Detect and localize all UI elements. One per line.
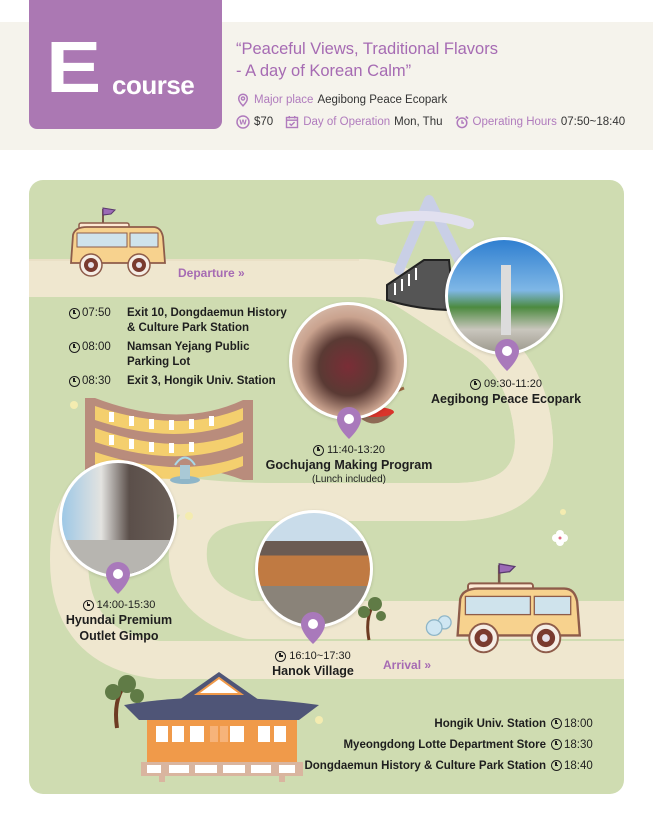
clock-icon bbox=[275, 650, 287, 662]
place-hanok-village: 16:10~17:30 Hanok Village bbox=[272, 650, 354, 678]
arrival-stop: Hongik Univ. Station 18:00 bbox=[434, 717, 593, 730]
tree-illustration-2 bbox=[358, 597, 386, 641]
major-place-label: Major place bbox=[254, 94, 314, 106]
major-place-value: Aegibong Peace Ecopark bbox=[317, 94, 448, 106]
arrival-stop-list: Hongik Univ. Station 18:00 Myeongdong Lo… bbox=[304, 713, 593, 776]
location-pin-icon bbox=[495, 339, 519, 371]
location-pin-icon bbox=[106, 562, 130, 594]
arrival-stop: Dongdaemun History & Culture Park Statio… bbox=[304, 759, 593, 772]
tagline-line-1: “Peaceful Views, Traditional Flavors bbox=[236, 40, 498, 58]
location-pin-icon bbox=[301, 612, 325, 644]
clock-icon bbox=[470, 378, 482, 390]
hyundai-outlet-photo bbox=[59, 460, 177, 578]
route-map: Departure » 07:50 Exit 10, Dongdaemun Hi… bbox=[29, 180, 624, 794]
info-row: W $70 Day of Operation Mon, Thu Operatin… bbox=[236, 113, 633, 131]
departure-label: Departure » bbox=[178, 266, 245, 280]
arrival-van-illustration bbox=[425, 563, 582, 654]
svg-text:W: W bbox=[239, 119, 247, 127]
clock-icon bbox=[313, 444, 325, 456]
place-gochujang: 11:40-13:20 Gochujang Making Program (Lu… bbox=[265, 444, 433, 485]
hanok-house-illustration bbox=[124, 672, 319, 782]
won-coin-icon: W bbox=[236, 115, 250, 129]
departure-stop-list: 07:50 Exit 10, Dongdaemun History & Cult… bbox=[69, 306, 297, 393]
gochujang-photo bbox=[289, 302, 407, 420]
hanok-village-photo bbox=[255, 510, 373, 628]
departure-stop: 07:50 Exit 10, Dongdaemun History & Cult… bbox=[69, 306, 297, 336]
clock-icon bbox=[69, 342, 80, 353]
departure-stop: 08:00 Namsan Yejang Public Parking Lot bbox=[69, 340, 297, 370]
hours-value: 07:50~18:40 bbox=[560, 116, 626, 128]
clock-icon bbox=[69, 308, 80, 319]
location-pin-icon bbox=[337, 407, 361, 439]
calendar-check-icon bbox=[285, 116, 299, 129]
departure-van-illustration bbox=[70, 207, 166, 277]
tagline-line-2: - A day of Korean Calm” bbox=[236, 62, 412, 80]
clock-icon bbox=[551, 760, 562, 771]
aegibong-photo bbox=[445, 237, 563, 355]
arrival-stop: Myeongdong Lotte Department Store 18:30 bbox=[343, 738, 593, 751]
arrival-label: Arrival » bbox=[383, 658, 432, 672]
alarm-clock-icon bbox=[454, 115, 469, 129]
flower-decoration bbox=[552, 530, 568, 546]
tree-illustration bbox=[105, 675, 144, 729]
clock-icon bbox=[69, 376, 80, 387]
place-hyundai-outlet: 14:00-15:30 Hyundai Premium Outlet Gimpo bbox=[65, 599, 173, 643]
course-letter: E bbox=[46, 28, 101, 108]
hours-label: Operating Hours bbox=[472, 116, 557, 128]
departure-stop: 08:30 Exit 3, Hongik Univ. Station bbox=[69, 374, 297, 389]
clock-icon bbox=[551, 739, 562, 750]
price-value: $70 bbox=[254, 116, 274, 128]
course-word: course bbox=[112, 70, 195, 100]
clock-icon bbox=[82, 599, 94, 611]
clock-icon bbox=[551, 718, 562, 729]
major-place-row: Major place Aegibong Peace Ecopark bbox=[236, 91, 455, 109]
place-aegibong: 09:30-11:20 Aegibong Peace Ecopark bbox=[430, 378, 582, 406]
map-pin-icon bbox=[237, 93, 249, 107]
course-badge: E course bbox=[29, 0, 222, 129]
course-tagline: “Peaceful Views, Traditional Flavors - A… bbox=[236, 38, 636, 82]
day-label: Day of Operation bbox=[303, 116, 391, 128]
day-value: Mon, Thu bbox=[394, 116, 443, 128]
